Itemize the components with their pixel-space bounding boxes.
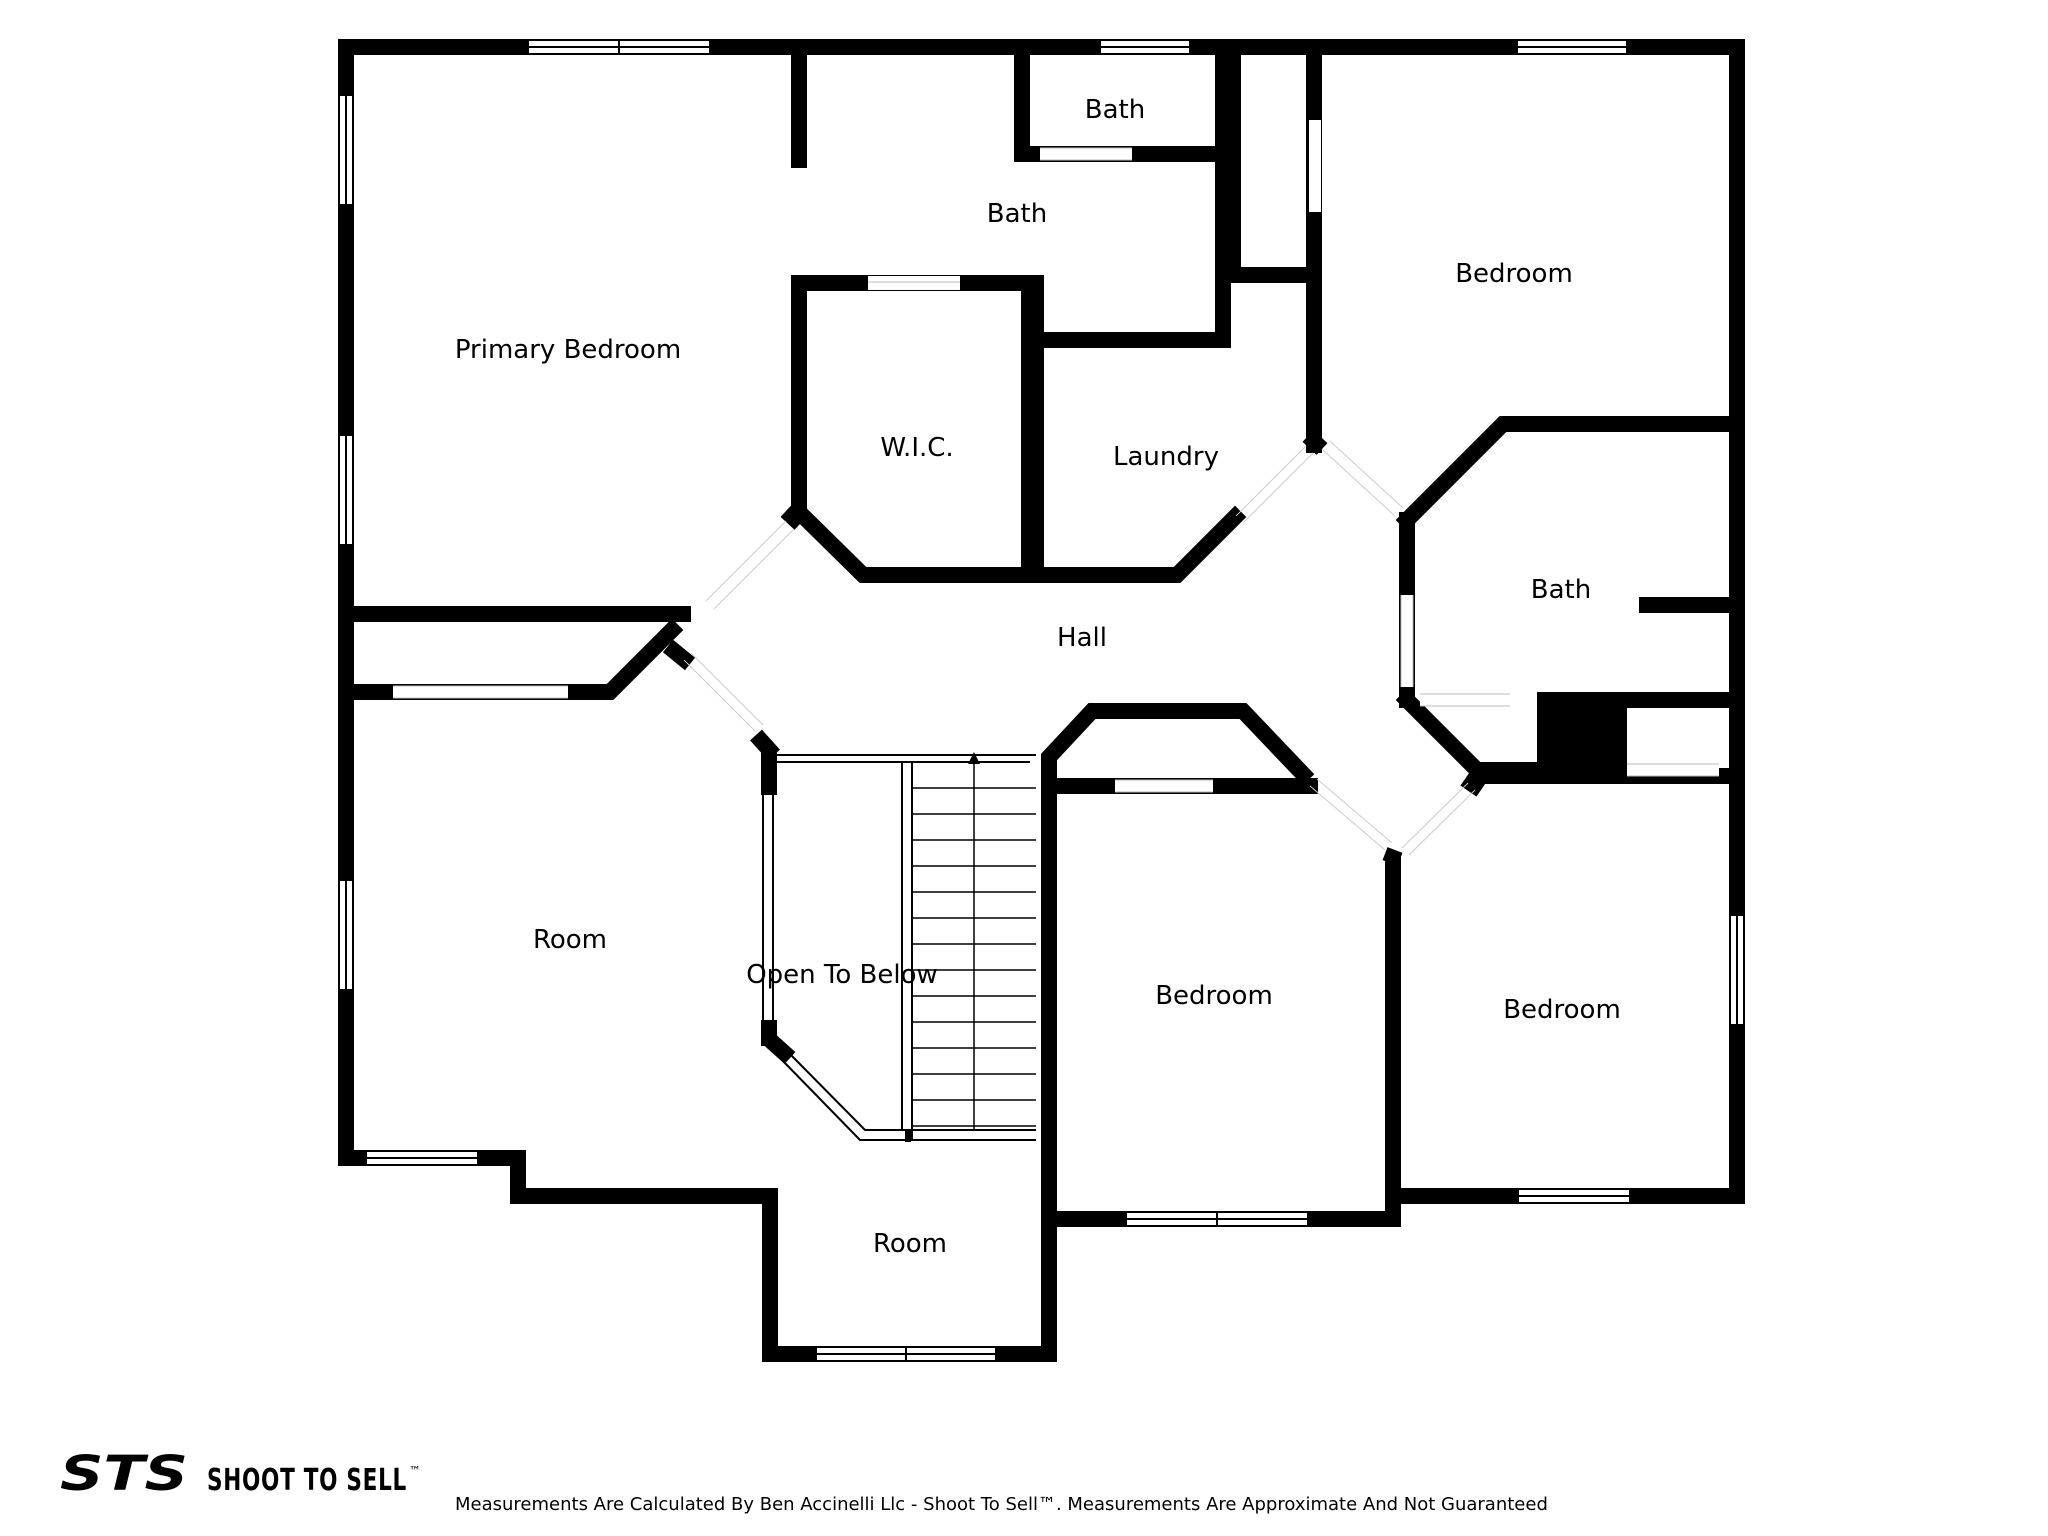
- stair-railing: [762, 754, 1036, 1142]
- room-label-hall: Hall: [1057, 623, 1107, 653]
- room-label-primary-bedroom: Primary Bedroom: [455, 335, 681, 365]
- logo-text: SHOOT TO SELL: [207, 1463, 407, 1498]
- room-label-bath-small: Bath: [1085, 95, 1145, 125]
- windows: [338, 39, 1745, 1362]
- room-label-bedroom-center: Bedroom: [1155, 981, 1273, 1011]
- staircase: [912, 754, 1036, 1130]
- room-label-open-to-below: Open To Below: [746, 960, 938, 990]
- wall-corners: [662, 430, 1486, 1064]
- room-label-laundry: Laundry: [1113, 442, 1219, 472]
- logo-mark: STS: [60, 1446, 188, 1502]
- room-label-room-west: Room: [533, 925, 607, 955]
- brand-logo: STS SHOOT TO SELL ™: [60, 1446, 421, 1502]
- doorways: [393, 120, 1719, 793]
- chimney-block: [1545, 698, 1627, 774]
- logo-trademark: ™: [409, 1464, 421, 1478]
- room-label-bath-primary: Bath: [987, 199, 1047, 229]
- room-label-wic: W.I.C.: [880, 433, 953, 463]
- room-label-bath-east: Bath: [1531, 575, 1591, 605]
- room-label-bedroom-ne: Bedroom: [1455, 259, 1573, 289]
- room-label-bedroom-se: Bedroom: [1503, 995, 1621, 1025]
- room-label-room-south: Room: [873, 1229, 947, 1259]
- disclaimer-text: Measurements Are Calculated By Ben Accin…: [455, 1494, 1548, 1515]
- hall-openings: [683, 440, 1476, 856]
- stair-direction-arrow-icon: [968, 752, 980, 764]
